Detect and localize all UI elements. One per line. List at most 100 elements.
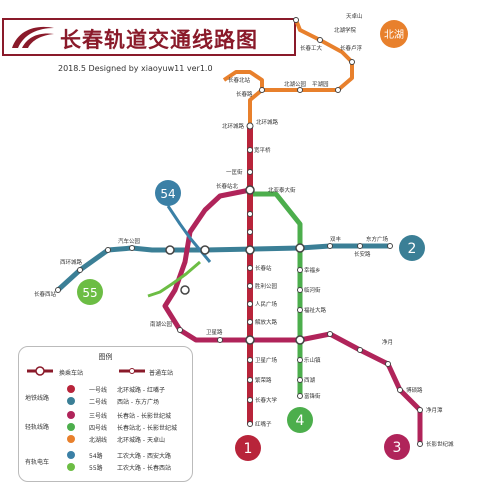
line3-badge[interactable]: 3 (384, 434, 410, 460)
station-beihuanchenglu (246, 122, 254, 130)
line3-path[interactable] (162, 187, 423, 444)
transfer-station-east (295, 243, 305, 253)
transfer-station-changchun (245, 185, 255, 195)
station-label: 长春路 (236, 90, 253, 98)
station-label: 南湖公园 (150, 320, 173, 328)
legend-row-name: 55路 (89, 465, 103, 472)
station-label: 净月 (382, 338, 393, 346)
station (349, 59, 355, 65)
station (385, 361, 391, 367)
map-title: 长春轨道交通线路图 (60, 28, 258, 52)
station (397, 387, 403, 393)
svg-text:3: 3 (393, 440, 402, 456)
station-label: 北环城路 (256, 118, 279, 126)
svg-text:2: 2 (408, 241, 417, 257)
station (297, 357, 303, 363)
transfer-station-lvyuan (180, 285, 190, 295)
station-label: 乐山镇 (304, 356, 321, 364)
station (387, 243, 393, 249)
station (247, 301, 253, 307)
legend-group-tram: 有轨电车 (25, 459, 50, 466)
svg-text:1: 1 (244, 441, 253, 457)
line54-badge[interactable]: 54 (155, 180, 181, 206)
north-lake-badge[interactable]: 北湖 (380, 20, 408, 48)
station-label: 北亚泰大街 (268, 186, 296, 194)
station-label: 长安路 (354, 250, 371, 258)
station (297, 267, 303, 273)
station-label: 汽车公园 (118, 237, 141, 245)
line2-path[interactable] (56, 243, 390, 292)
station (297, 287, 303, 293)
station (55, 287, 61, 293)
station-label: 宽平桥 (254, 146, 271, 154)
line4-path[interactable] (250, 191, 303, 396)
station-label: 长春站北 (216, 182, 239, 190)
station (247, 377, 253, 383)
station (327, 243, 333, 249)
station (217, 337, 223, 343)
line55-path[interactable] (147, 260, 201, 298)
station (247, 211, 253, 217)
legend-row-desc: 北环城路 - 红嘴子 (117, 387, 165, 394)
map-subtitle: 2018.5 Designed by xiaoyuw11 ver1.0 (58, 64, 213, 73)
station-label: 双丰 (330, 235, 342, 243)
legend: 图例 换乘车站 普通车站 地铁线路 轻轨线路 有轨电车 一号线 北环城路 - 红… (18, 346, 193, 482)
legend-group-lightrail: 轻轨线路 (25, 424, 50, 431)
station-label: 净月潭 (426, 406, 443, 414)
station-label: 繁荣路 (255, 376, 272, 384)
station (297, 87, 303, 93)
station-label: 人民广场 (255, 300, 278, 308)
legend-normal-label: 普通车站 (149, 370, 174, 377)
station (247, 357, 253, 363)
station-label: 解放大路 (255, 318, 278, 326)
line2-badge[interactable]: 2 (399, 235, 425, 261)
station (247, 397, 253, 403)
legend-row-name: 三号线 (89, 413, 108, 420)
station (247, 421, 253, 427)
station (297, 377, 303, 383)
north-lake-line-path[interactable] (248, 19, 354, 126)
station-label: 长春北站 (228, 76, 251, 84)
station (317, 37, 323, 43)
station (293, 17, 299, 23)
station (247, 283, 253, 289)
station-labels: 北环城路 北环城路 宽平桥 一匡街 长春站北 长春站 胜利公园 人民广场 解放大… (34, 12, 454, 448)
station-label: 北湖公园 (284, 80, 307, 88)
legend-row-name: 四号线 (89, 425, 108, 432)
legend-row-desc: 西站 - 东方广场 (117, 399, 159, 406)
station-label: 临河街 (304, 286, 321, 294)
legend-row-name: 一号线 (89, 387, 108, 394)
transfer-station-west (165, 245, 175, 255)
station-label: 福祉大路 (304, 306, 327, 314)
station-label: 胜利公园 (255, 282, 278, 290)
station-label: 长春大学 (255, 396, 278, 404)
stations-layer[interactable] (55, 17, 423, 447)
title-box: 长春轨道交通线路图 (2, 18, 296, 56)
transfer-station-linhe (295, 335, 305, 345)
station-label: 幸福乡 (304, 266, 321, 274)
legend-station-key (27, 366, 145, 376)
logo-icon (12, 26, 54, 48)
station (357, 243, 363, 249)
north-lake-branch-path[interactable] (222, 70, 264, 90)
station-label: 长春工大 (300, 44, 323, 52)
line55-badge[interactable]: 55 (77, 279, 103, 305)
station (357, 347, 363, 353)
station-label: 西湖 (304, 376, 316, 384)
svg-text:54: 54 (160, 187, 175, 201)
line1-badge[interactable]: 1 (235, 435, 261, 461)
svg-text:4: 4 (296, 413, 305, 429)
station (129, 245, 135, 251)
station-label: 北环城路 (222, 122, 245, 130)
legend-group-metro: 地铁线路 (25, 395, 50, 402)
station-label: 长春卢浮 (340, 44, 363, 52)
line4-badge[interactable]: 4 (287, 407, 313, 433)
station (417, 441, 423, 447)
station (327, 331, 333, 337)
station (417, 407, 423, 413)
legend-row-desc: 长春站 - 长影世纪城 (117, 413, 171, 420)
station-label: 博硕路 (406, 386, 423, 394)
station-label: 长春西站 (34, 290, 57, 298)
station (247, 169, 253, 175)
